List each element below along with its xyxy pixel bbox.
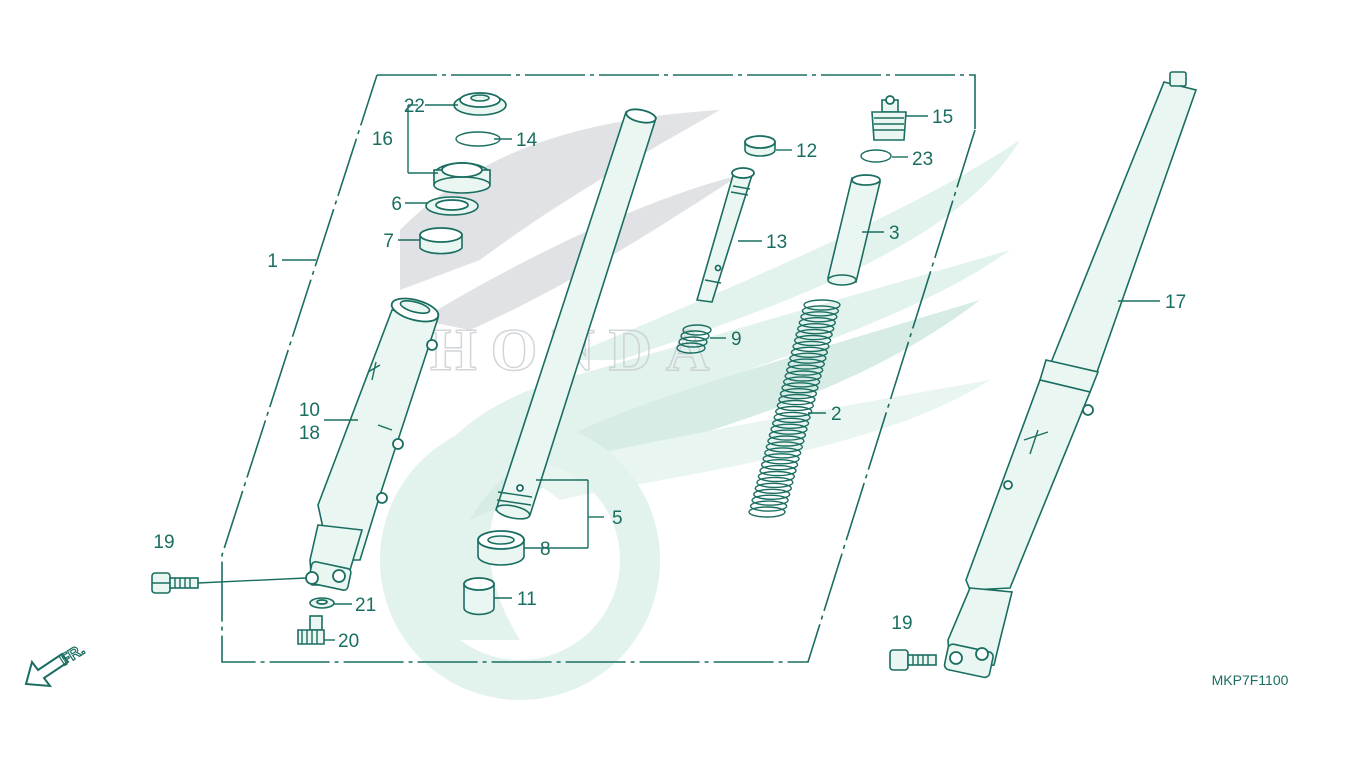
label-1: 1 bbox=[267, 251, 278, 272]
label-2: 2 bbox=[831, 404, 842, 425]
label-22: 22 bbox=[404, 96, 425, 117]
label-11: 11 bbox=[517, 589, 537, 610]
part-17-right-fork-assembly[interactable] bbox=[943, 71, 1198, 679]
front-direction-arrow: FR. bbox=[24, 641, 89, 688]
label-16: 16 bbox=[372, 129, 393, 150]
spring-coil bbox=[764, 447, 802, 459]
part-labels: 22 16 14 6 7 1 10 18 19 21 20 5 8 11 12 … bbox=[153, 96, 1186, 652]
part-3-spacer[interactable] bbox=[827, 174, 881, 286]
spring-coil bbox=[768, 429, 807, 441]
part-19-socket-bolt-right[interactable] bbox=[889, 649, 937, 671]
spring-coil bbox=[784, 370, 822, 382]
label-14: 14 bbox=[516, 130, 538, 151]
label-15: 15 bbox=[932, 107, 953, 128]
label-19-right: 19 bbox=[891, 613, 912, 634]
part-5-fork-pipe[interactable] bbox=[494, 107, 658, 521]
part-12-piston-ring[interactable] bbox=[744, 135, 776, 157]
spring-coil bbox=[757, 470, 796, 483]
spring-coil bbox=[749, 500, 788, 512]
leader-lines bbox=[152, 104, 1160, 641]
part-9-rebound-spring[interactable] bbox=[676, 324, 712, 354]
label-19-left: 19 bbox=[153, 532, 174, 553]
spring-coil bbox=[801, 305, 840, 317]
spring-coil bbox=[781, 382, 819, 394]
part-15-fork-bolt[interactable] bbox=[871, 95, 907, 141]
spring-coil bbox=[778, 393, 816, 406]
spring-coil bbox=[751, 494, 789, 506]
part-22-dust-seal[interactable] bbox=[453, 92, 507, 116]
spring-coil bbox=[775, 405, 813, 418]
label-10: 10 bbox=[299, 400, 320, 421]
label-23: 23 bbox=[912, 149, 933, 170]
part-23-o-ring[interactable] bbox=[860, 149, 892, 163]
spring-coil bbox=[753, 488, 791, 500]
spring-coil bbox=[792, 340, 830, 353]
spring-coil bbox=[797, 323, 835, 335]
spring-coil bbox=[798, 317, 836, 329]
spring-coil bbox=[762, 453, 800, 465]
label-7: 7 bbox=[383, 231, 394, 252]
part-13-damper-rod[interactable] bbox=[695, 167, 755, 303]
assembly-boundary bbox=[221, 74, 976, 663]
spring-coil bbox=[765, 441, 803, 453]
label-6: 6 bbox=[391, 194, 402, 215]
spring-coil bbox=[759, 464, 797, 477]
label-12: 12 bbox=[796, 141, 817, 162]
spring-coil bbox=[770, 423, 808, 435]
spring-coil bbox=[790, 346, 829, 358]
spring-coil bbox=[803, 299, 841, 311]
part-10-bottom-case[interactable] bbox=[305, 294, 441, 591]
spring-coil bbox=[793, 334, 832, 347]
spring-coil bbox=[787, 358, 825, 370]
spring-coil bbox=[754, 482, 792, 494]
spring-coil bbox=[760, 459, 799, 471]
spring-coil bbox=[748, 506, 786, 518]
part-11-oil-lock-piece[interactable] bbox=[463, 577, 495, 616]
part-7-guide-bushing[interactable] bbox=[419, 227, 463, 255]
label-5: 5 bbox=[612, 508, 623, 529]
label-3: 3 bbox=[889, 223, 900, 244]
spring-coil bbox=[771, 417, 810, 429]
part-21-washer[interactable] bbox=[309, 597, 335, 609]
spring-coil bbox=[795, 328, 833, 341]
label-18: 18 bbox=[299, 423, 320, 444]
label-21: 21 bbox=[355, 595, 376, 616]
spring-coil bbox=[782, 376, 821, 388]
label-13: 13 bbox=[766, 232, 787, 253]
spring-coil bbox=[767, 435, 805, 447]
spring-coil bbox=[800, 311, 838, 323]
part-2-fork-spring[interactable] bbox=[748, 299, 841, 518]
spring-coil bbox=[776, 399, 814, 412]
part-19-socket-bolt-left[interactable] bbox=[151, 572, 307, 594]
label-9: 9 bbox=[731, 329, 742, 350]
label-8: 8 bbox=[540, 539, 551, 560]
part-20-drain-bolt[interactable] bbox=[297, 615, 325, 645]
spring-coil bbox=[756, 476, 794, 489]
label-17: 17 bbox=[1165, 292, 1186, 313]
spring-coil bbox=[789, 352, 827, 364]
label-20: 20 bbox=[338, 631, 359, 652]
spring-coil bbox=[773, 411, 811, 424]
part-6-backup-ring[interactable] bbox=[425, 196, 479, 216]
drawing-code: MKP7F1100 bbox=[1212, 672, 1289, 688]
part-16-oil-seal[interactable] bbox=[433, 162, 491, 194]
spring-coil bbox=[786, 364, 824, 376]
part-14-stop-ring[interactable] bbox=[455, 131, 501, 147]
part-8-slider-bushing[interactable] bbox=[477, 530, 525, 566]
spring-coil bbox=[779, 388, 818, 400]
